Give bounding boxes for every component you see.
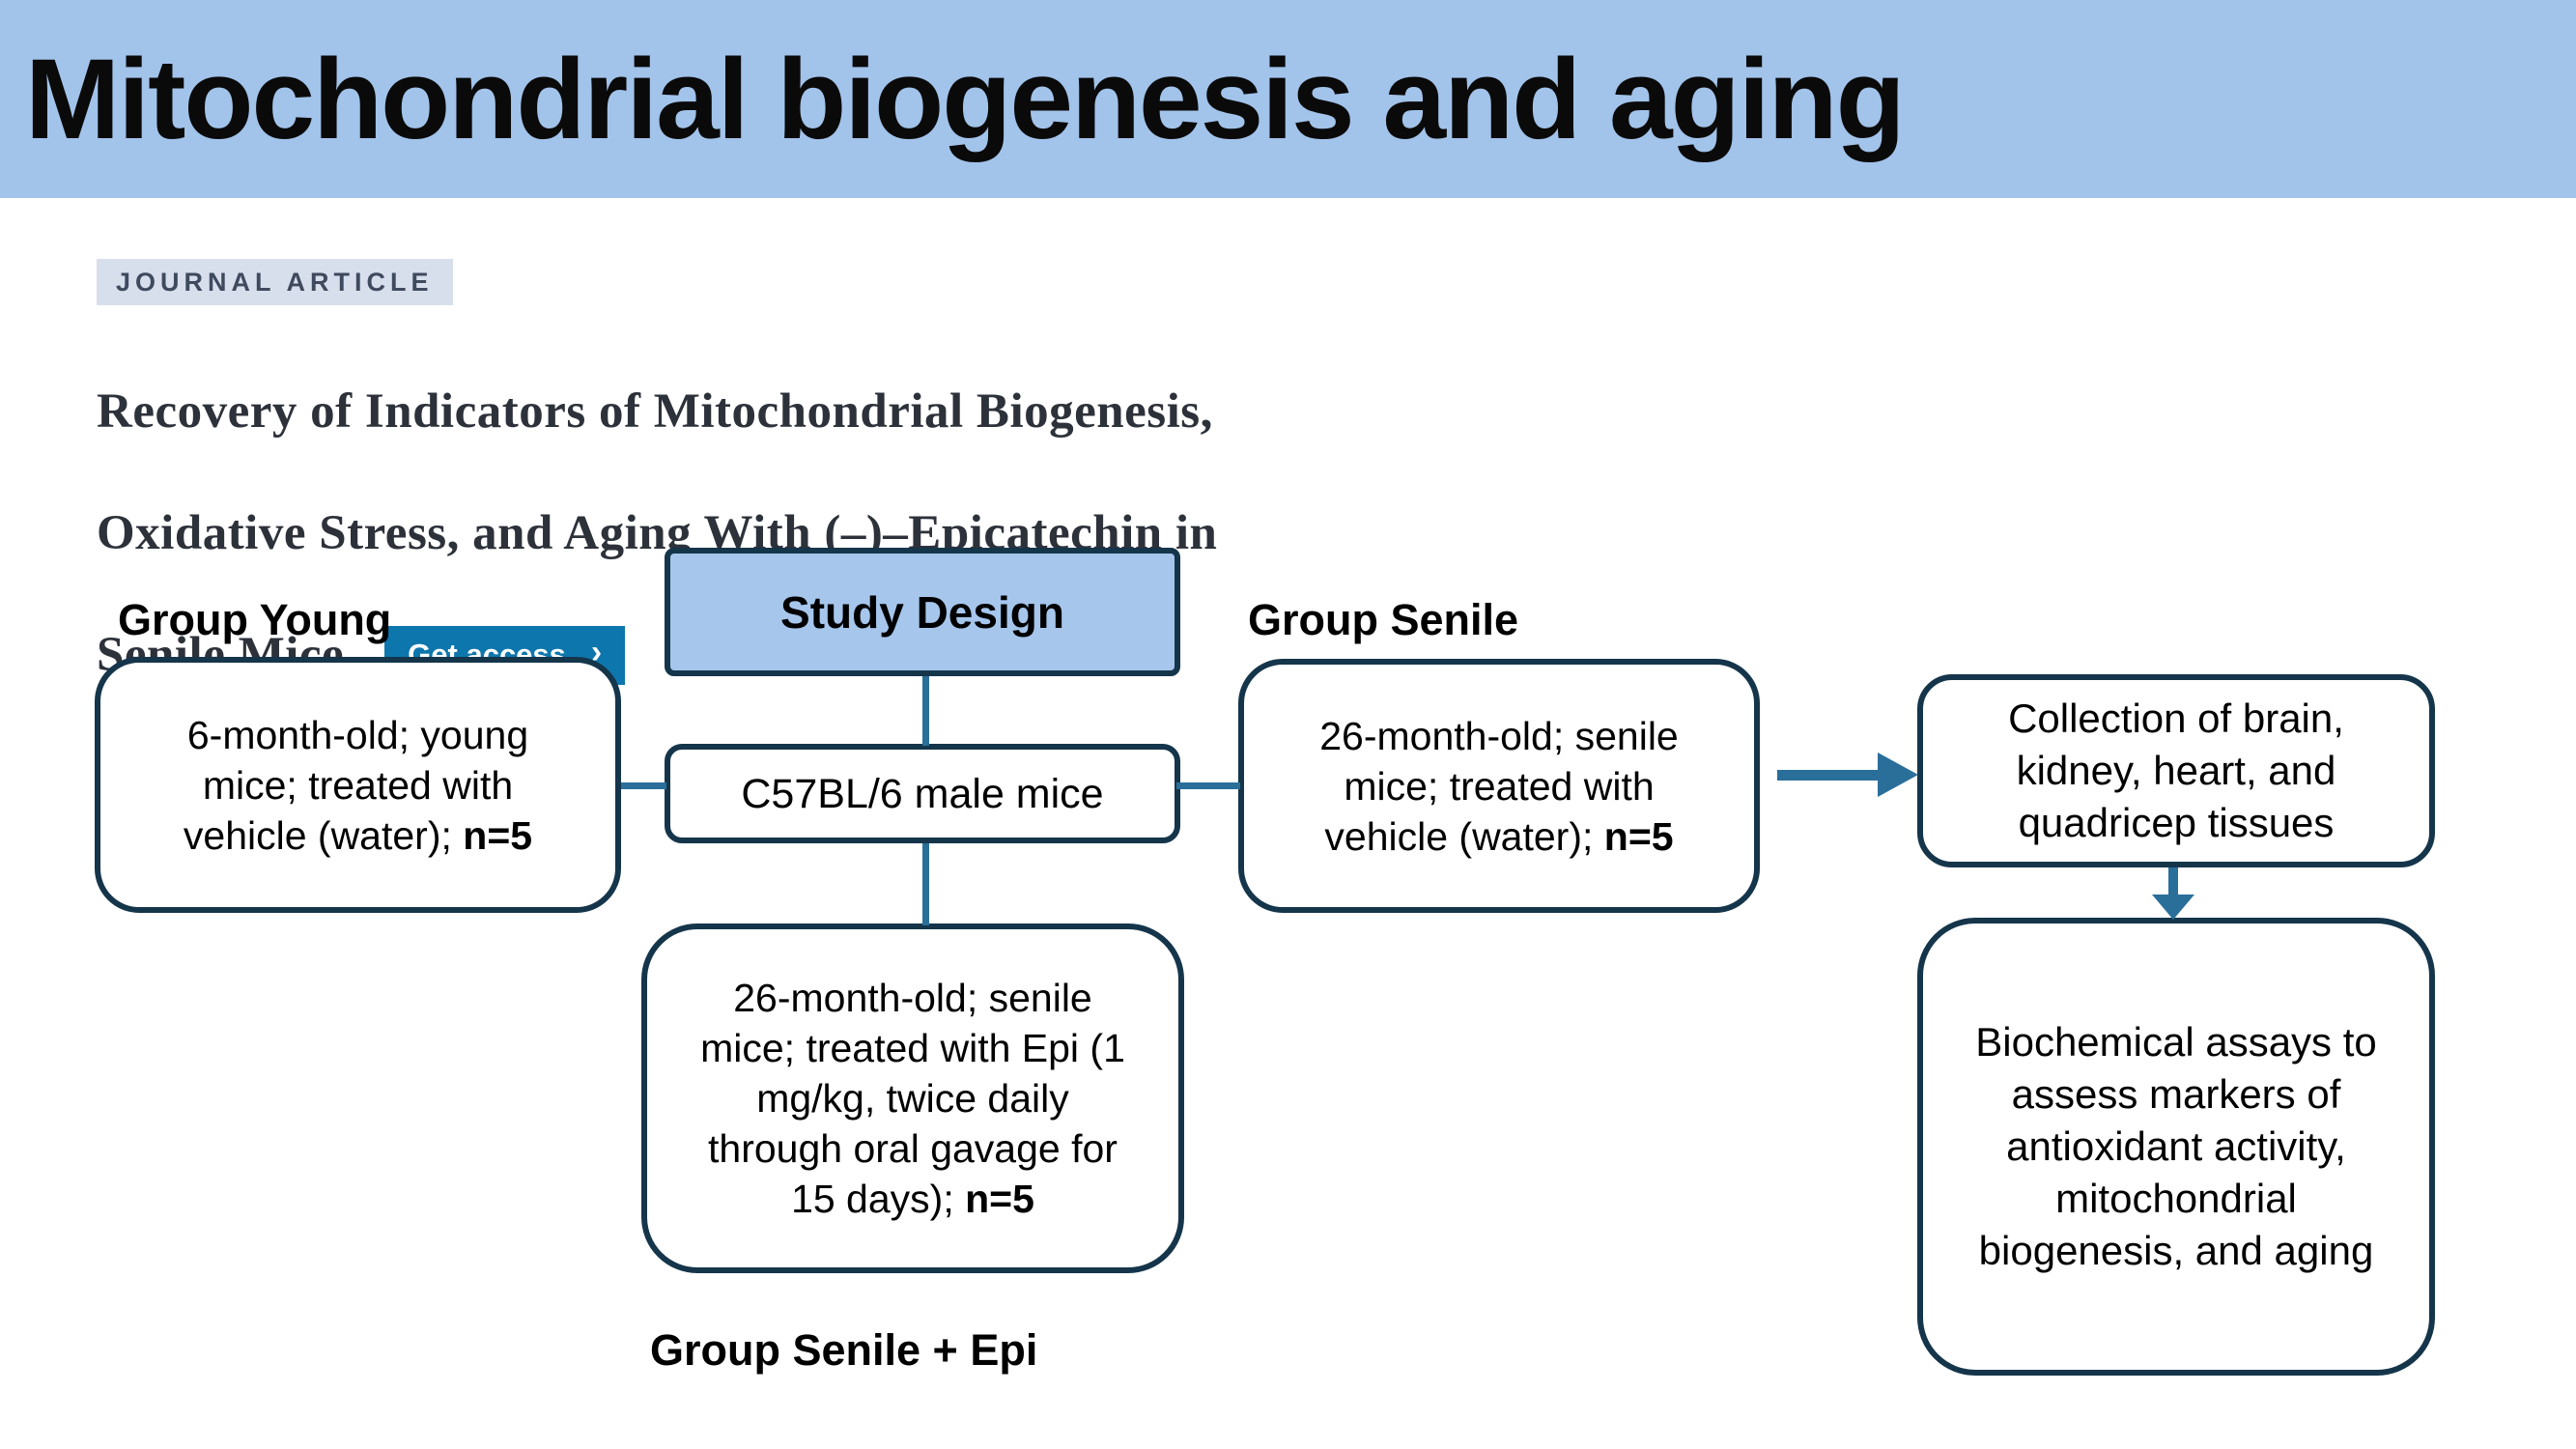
group-young-label: Group Young xyxy=(118,595,392,644)
article-title-line1: Recovery of Indicators of Mitochondrial … xyxy=(97,384,1213,439)
connector-root-to-epi xyxy=(922,843,929,925)
tissue-collection-text: Collection of brain, kidney, heart, and … xyxy=(2008,696,2344,845)
biochemical-assays-text: Biochemical assays to assess markers of … xyxy=(1975,1019,2377,1273)
group-senile-epi-label: Group Senile + Epi xyxy=(650,1325,1038,1375)
arrow-senile-to-collection xyxy=(1777,770,1880,781)
group-senile-label: Group Senile xyxy=(1248,595,1519,644)
group-young-text: 6-month-old; young mice; treated with ve… xyxy=(183,712,533,858)
slide-title-bar: Mitochondrial biogenesis and aging xyxy=(0,0,2576,198)
group-senile-epi-n: n=5 xyxy=(965,1177,1034,1221)
biochemical-assays-box: Biochemical assays to assess markers of … xyxy=(1917,918,2435,1376)
tissue-collection-box: Collection of brain, kidney, heart, and … xyxy=(1917,674,2435,867)
chevron-right-icon: › xyxy=(590,634,603,670)
arrow-collection-to-assays xyxy=(2168,867,2178,896)
journal-article-badge: JOURNAL ARTICLE xyxy=(97,259,453,305)
connector-root-to-young xyxy=(621,782,666,789)
group-senile-epi-box: 26-month-old; senile mice; treated with … xyxy=(641,923,1184,1273)
group-young-box: 6-month-old; young mice; treated with ve… xyxy=(95,657,621,913)
slide-title: Mitochondrial biogenesis and aging xyxy=(25,35,1906,163)
arrow-right-icon xyxy=(1878,753,1918,797)
connector-root-to-senile xyxy=(1176,782,1240,789)
connector-study-to-root xyxy=(922,676,929,746)
group-senile-epi-text: 26-month-old; senile mice; treated with … xyxy=(700,976,1125,1221)
study-design-heading: Study Design xyxy=(780,586,1064,638)
study-design-heading-box: Study Design xyxy=(665,548,1180,676)
group-senile-box: 26-month-old; senile mice; treated with … xyxy=(1238,659,1760,913)
group-young-n: n=5 xyxy=(463,812,533,858)
group-senile-text: 26-month-old; senile mice; treated with … xyxy=(1319,713,1679,859)
c57bl6-mice-box: C57BL/6 male mice xyxy=(665,744,1180,843)
group-senile-n: n=5 xyxy=(1603,813,1674,859)
arrow-down-icon xyxy=(2152,895,2194,920)
c57bl6-mice-text: C57BL/6 male mice xyxy=(741,770,1104,817)
